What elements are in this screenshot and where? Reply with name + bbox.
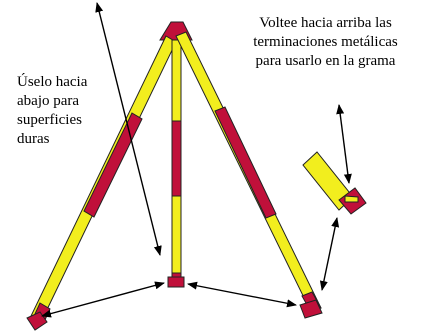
annotation-arrows xyxy=(41,2,352,318)
hard-surfaces-label: Úselo hacia abajo para superficies duras xyxy=(17,74,88,147)
center-foot xyxy=(167,276,185,288)
arrow-up-left xyxy=(95,2,162,256)
lawn-label: Voltee hacia arriba las terminaciones me… xyxy=(253,15,398,69)
arrow-left-to-center xyxy=(41,281,165,318)
right-foot xyxy=(299,299,323,319)
lawn-tip-detail xyxy=(302,151,367,215)
tripod-right-leg xyxy=(175,31,322,313)
arrow-label-to-tip xyxy=(336,104,352,184)
arrow-right-foot-to-tip xyxy=(319,217,340,291)
tripod-center-leg xyxy=(171,39,182,281)
arrow-center-to-right xyxy=(187,281,297,308)
